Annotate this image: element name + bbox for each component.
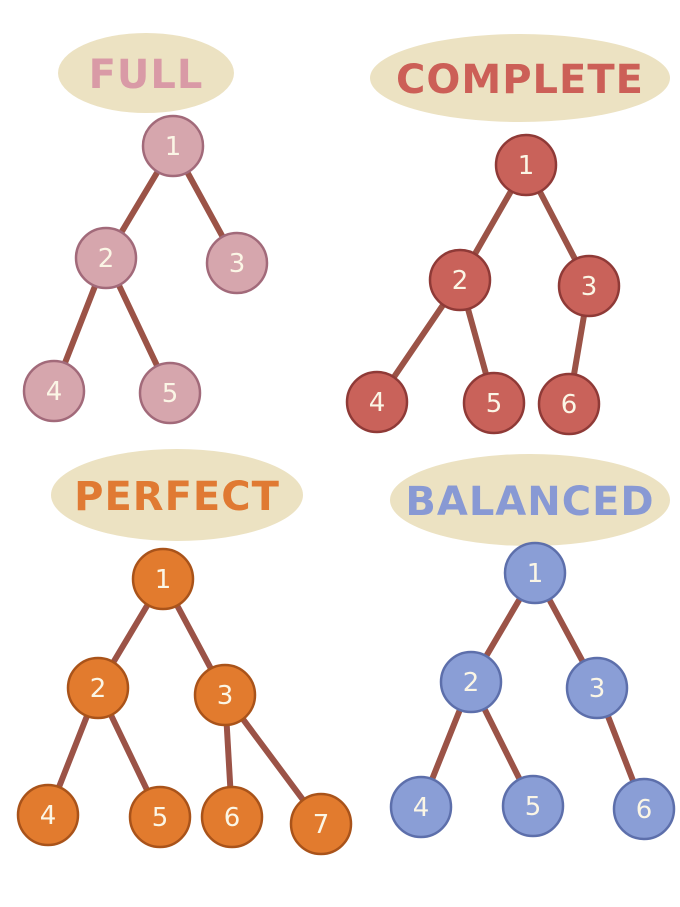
complete-node-circle bbox=[428, 248, 492, 312]
perfect-node-label: 3 bbox=[217, 681, 234, 711]
full-node-circle bbox=[205, 231, 269, 295]
perfect-node-circle bbox=[289, 792, 353, 856]
full-node-4: 4 bbox=[22, 359, 86, 423]
full-node-circle bbox=[22, 359, 86, 423]
perfect-node-circle bbox=[200, 785, 264, 849]
full-tree: FULL 1 2 3 4 5 bbox=[22, 33, 269, 425]
perfect-node-circle bbox=[66, 656, 130, 720]
balanced-node-5: 5 bbox=[501, 774, 565, 838]
full-node-circle bbox=[141, 114, 205, 178]
complete-node-label: 2 bbox=[452, 266, 469, 296]
full-node-label: 1 bbox=[165, 132, 182, 162]
complete-node-label: 3 bbox=[581, 272, 598, 302]
complete-node-circle bbox=[557, 254, 621, 318]
complete-node-1: 1 bbox=[494, 133, 558, 197]
balanced-node-label: 4 bbox=[413, 793, 430, 823]
complete-node-circle bbox=[494, 133, 558, 197]
full-node-5: 5 bbox=[138, 361, 202, 425]
perfect-node-3: 3 bbox=[193, 663, 257, 727]
full-node-1: 1 bbox=[141, 114, 205, 178]
balanced-node-label: 6 bbox=[636, 795, 653, 825]
complete-node-5: 5 bbox=[462, 371, 526, 435]
complete-node-label: 6 bbox=[561, 390, 578, 420]
complete-node-label: 4 bbox=[369, 388, 386, 418]
perfect-node-1: 1 bbox=[131, 547, 195, 611]
balanced-title: BALANCED bbox=[405, 479, 654, 525]
perfect-title: PERFECT bbox=[74, 474, 280, 520]
balanced-node-label: 2 bbox=[463, 668, 480, 698]
balanced-node-label: 3 bbox=[589, 674, 606, 704]
full-node-label: 3 bbox=[229, 249, 246, 279]
perfect-title-badge bbox=[51, 449, 303, 541]
full-title-badge bbox=[58, 33, 234, 113]
full-title: FULL bbox=[89, 52, 204, 98]
balanced-title-badge bbox=[390, 454, 670, 546]
complete-node-2: 2 bbox=[428, 248, 492, 312]
perfect-node-label: 5 bbox=[152, 803, 169, 833]
perfect-node-label: 2 bbox=[90, 674, 107, 704]
perfect-tree: PERFECT 1 2 3 4 5 6 7 bbox=[16, 449, 353, 856]
complete-node-3: 3 bbox=[557, 254, 621, 318]
perfect-node-6: 6 bbox=[200, 785, 264, 849]
balanced-node-circle bbox=[612, 777, 676, 841]
balanced-node-1: 1 bbox=[503, 541, 567, 605]
balanced-node-3: 3 bbox=[565, 656, 629, 720]
perfect-node-5: 5 bbox=[128, 785, 192, 849]
complete-node-circle bbox=[462, 371, 526, 435]
full-node-circle bbox=[138, 361, 202, 425]
perfect-node-label: 7 bbox=[313, 810, 330, 840]
full-node-label: 2 bbox=[98, 244, 115, 274]
complete-node-circle bbox=[537, 372, 601, 436]
complete-title: COMPLETE bbox=[396, 57, 644, 103]
balanced-tree: BALANCED 1 2 3 4 5 6 bbox=[389, 454, 676, 841]
perfect-node-circle bbox=[131, 547, 195, 611]
complete-title-badge bbox=[370, 34, 670, 122]
complete-tree: COMPLETE 1 2 3 4 5 6 bbox=[345, 34, 670, 436]
balanced-node-circle bbox=[565, 656, 629, 720]
perfect-node-4: 4 bbox=[16, 783, 80, 847]
balanced-node-circle bbox=[501, 774, 565, 838]
balanced-node-circle bbox=[389, 775, 453, 839]
full-node-label: 4 bbox=[46, 377, 63, 407]
complete-node-label: 1 bbox=[518, 151, 535, 181]
balanced-node-4: 4 bbox=[389, 775, 453, 839]
full-node-circle bbox=[74, 226, 138, 290]
balanced-node-6: 6 bbox=[612, 777, 676, 841]
complete-node-4: 4 bbox=[345, 370, 409, 434]
balanced-node-label: 1 bbox=[527, 559, 544, 589]
perfect-node-circle bbox=[128, 785, 192, 849]
balanced-node-circle bbox=[503, 541, 567, 605]
balanced-node-2: 2 bbox=[439, 650, 503, 714]
full-node-3: 3 bbox=[205, 231, 269, 295]
full-node-2: 2 bbox=[74, 226, 138, 290]
balanced-node-circle bbox=[439, 650, 503, 714]
perfect-node-circle bbox=[193, 663, 257, 727]
full-node-label: 5 bbox=[162, 379, 179, 409]
perfect-node-7: 7 bbox=[289, 792, 353, 856]
complete-node-label: 5 bbox=[486, 389, 503, 419]
perfect-node-label: 4 bbox=[40, 801, 57, 831]
perfect-node-circle bbox=[16, 783, 80, 847]
balanced-node-label: 5 bbox=[525, 792, 542, 822]
complete-node-circle bbox=[345, 370, 409, 434]
perfect-node-label: 1 bbox=[155, 565, 172, 595]
complete-node-6: 6 bbox=[537, 372, 601, 436]
perfect-node-2: 2 bbox=[66, 656, 130, 720]
perfect-node-label: 6 bbox=[224, 803, 241, 833]
